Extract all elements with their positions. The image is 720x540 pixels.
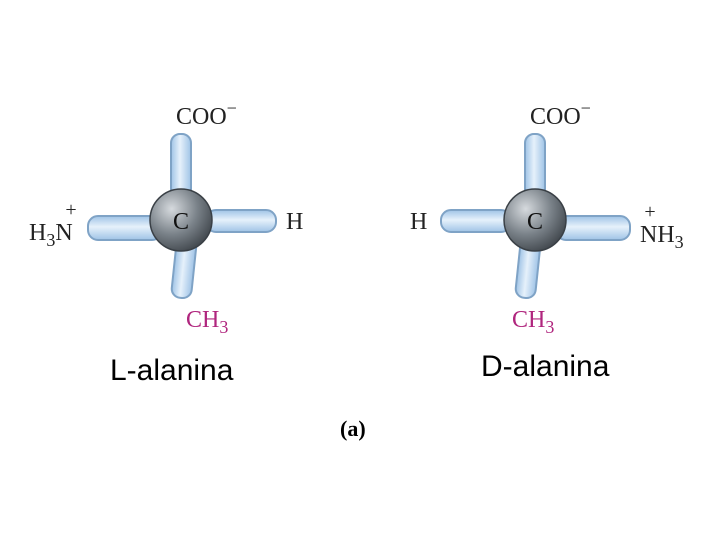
ammonium-charge: + <box>65 199 76 221</box>
carbon-atom <box>149 188 213 252</box>
center-atom-label: C <box>527 209 543 235</box>
ammonium-charge: + <box>644 201 655 223</box>
panel-label: (a) <box>340 416 366 441</box>
center-atom-label: C <box>173 209 189 235</box>
bond-right <box>555 215 631 241</box>
bond-left <box>440 209 512 233</box>
ammonium-label: NH3 <box>640 222 684 252</box>
d-alanine-molecule: C COO− CH3 H NH3 + <box>410 98 684 337</box>
d-alanine-name: D-alanina <box>481 350 610 383</box>
carboxylate-label: COO− <box>530 98 591 130</box>
hydrogen-label: H <box>286 209 303 235</box>
methyl-label: CH3 <box>186 307 228 337</box>
hydrogen-label: H <box>410 209 427 235</box>
carbon-atom <box>503 188 567 252</box>
l-alanine-name: L-alanina <box>110 354 234 387</box>
bond-right <box>205 209 277 233</box>
carboxylate-label: COO− <box>176 98 237 130</box>
l-alanine-molecule: C COO− CH3 H3N + H <box>29 98 303 337</box>
methyl-label: CH3 <box>512 307 554 337</box>
ammonium-label: H3N <box>29 220 73 250</box>
